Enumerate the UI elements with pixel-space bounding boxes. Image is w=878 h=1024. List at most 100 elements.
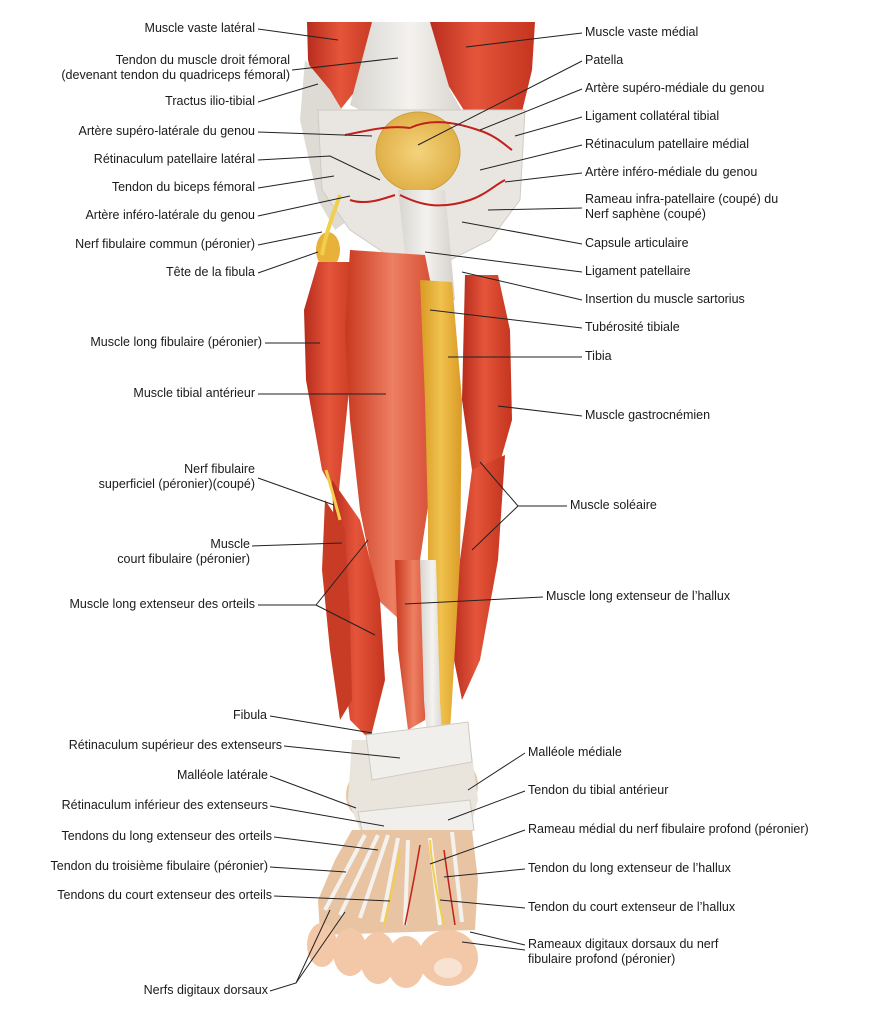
label-line: Muscle tibial antérieur bbox=[133, 386, 255, 400]
common-fibular-nerve bbox=[320, 194, 342, 256]
label-line: Ligament patellaire bbox=[585, 264, 691, 278]
leader-tractus-ilio-tibial bbox=[257, 83, 319, 103]
label-line: Muscle long extenseur des orteils bbox=[69, 597, 255, 611]
label-rameau-medial-fibulaire-profond: Rameau médial du nerf fibulaire profond … bbox=[528, 822, 809, 837]
gastrocnemius-shape bbox=[462, 275, 512, 480]
leader-rameaux-digitaux-dorsaux bbox=[461, 941, 526, 951]
vastus-medialis-shape bbox=[428, 22, 535, 135]
label-line: Tendon du long extenseur de l’hallux bbox=[528, 861, 731, 875]
leader-artere-supero-laterale bbox=[257, 131, 373, 137]
label-line: Patella bbox=[585, 53, 624, 67]
label-tendon-tibial-anterieur: Tendon du tibial antérieur bbox=[528, 783, 668, 798]
leader-rameau-medial-fibulaire-profond bbox=[429, 829, 526, 865]
leader-tete-fibula bbox=[257, 251, 319, 274]
leader-tendon-tibial-anterieur bbox=[447, 790, 526, 821]
label-line: court fibulaire (péronier) bbox=[117, 552, 250, 566]
label-line: Tractus ilio-tibial bbox=[165, 94, 255, 108]
label-tibial-anterieur: Muscle tibial antérieur bbox=[133, 386, 255, 401]
label-line: Malléole latérale bbox=[176, 768, 268, 782]
dorsal-nerves bbox=[383, 839, 445, 926]
leader-ligament-patellaire bbox=[424, 251, 583, 273]
leader-gastrocnemien bbox=[497, 405, 583, 417]
label-line: Fibula bbox=[232, 708, 267, 722]
label-line: Tendon du troisième fibulaire (péronier) bbox=[50, 859, 268, 873]
label-line: Tendons du court extenseur des orteils bbox=[57, 888, 272, 902]
label-line: Muscle long extenseur de l’hallux bbox=[546, 589, 731, 603]
label-line: Tendon du court extenseur de l’hallux bbox=[528, 900, 736, 914]
leader-insertion-sartorius bbox=[461, 271, 583, 301]
leader-artere-supero-mediale bbox=[479, 88, 583, 131]
label-line: Muscle soléaire bbox=[570, 498, 657, 512]
label-line: Tendon du biceps fémoral bbox=[111, 180, 255, 194]
label-tendon-troisieme-fibulaire: Tendon du troisième fibulaire (péronier) bbox=[51, 859, 268, 874]
label-tendons-court-extenseur-orteils: Tendons du court extenseur des orteils bbox=[57, 888, 272, 903]
genicular-arteries bbox=[344, 121, 513, 207]
label-fibula: Fibula bbox=[233, 708, 267, 723]
label-tendon-court-extenseur-hallux: Tendon du court extenseur de l’hallux bbox=[528, 900, 735, 915]
label-line: fibulaire profond (péronier) bbox=[528, 952, 676, 966]
leader-malleole-laterale bbox=[269, 775, 357, 809]
toe-4-shape bbox=[333, 928, 367, 976]
leader-retinaculum-inferieur bbox=[269, 805, 385, 827]
label-artere-infero-mediale: Artère inféro-médiale du genou bbox=[585, 165, 757, 180]
leader-retinaculum-patellaire-medial bbox=[479, 144, 583, 171]
label-retinaculum-patellaire-lateral: Rétinaculum patellaire latéral bbox=[94, 152, 255, 167]
label-nerf-fibulaire-commun: Nerf fibulaire commun (péronier) bbox=[75, 237, 255, 252]
label-tractus-ilio-tibial: Tractus ilio-tibial bbox=[165, 94, 255, 109]
label-line: Tibia bbox=[585, 349, 612, 363]
label-line: Malléole médiale bbox=[528, 745, 622, 759]
label-line: (devenant tendon du quadriceps fémoral) bbox=[61, 68, 290, 82]
label-tendons-long-extenseur-orteils: Tendons du long extenseur des orteils bbox=[61, 829, 272, 844]
label-retinaculum-superieur: Rétinaculum supérieur des extenseurs bbox=[69, 738, 282, 753]
label-tuberosite-tibiale: Tubérosité tibiale bbox=[585, 320, 680, 335]
label-line: superficiel (péronier)(coupé) bbox=[98, 477, 255, 491]
leader-tendon-droit-femoral bbox=[291, 57, 399, 71]
leader-long-extenseur-orteils bbox=[315, 604, 376, 636]
leader-tuberosite-tibiale bbox=[429, 309, 583, 329]
leader-capsule-articulaire bbox=[461, 221, 583, 245]
label-insertion-sartorius: Insertion du muscle sartorius bbox=[585, 292, 745, 307]
label-line: Tubérosité tibiale bbox=[585, 320, 680, 334]
label-line: Muscle bbox=[210, 537, 250, 551]
label-patella: Patella bbox=[585, 53, 623, 68]
label-line: Artère inféro-latérale du genou bbox=[85, 208, 255, 222]
leader-malleole-mediale bbox=[467, 752, 526, 791]
label-line: Ligament collatéral tibial bbox=[585, 109, 720, 123]
label-line: Muscle gastrocnémien bbox=[585, 408, 711, 422]
leader-tendon-troisieme-fibulaire bbox=[269, 866, 347, 873]
leader-retinaculum-patellaire-lateral bbox=[257, 155, 381, 181]
leader-court-fibulaire bbox=[251, 542, 343, 547]
label-line: Capsule articulaire bbox=[585, 236, 689, 250]
label-retinaculum-patellaire-medial: Rétinaculum patellaire médial bbox=[585, 137, 749, 152]
label-line: Artère inféro-médiale du genou bbox=[585, 165, 758, 179]
label-tendon-long-extenseur-hallux: Tendon du long extenseur de l’hallux bbox=[528, 861, 731, 876]
leader-lines bbox=[251, 28, 583, 992]
superior-retinaculum-shape bbox=[365, 721, 473, 781]
leader-patella bbox=[417, 60, 583, 146]
toe-2-shape bbox=[387, 936, 425, 988]
label-line: Rétinaculum supérieur des extenseurs bbox=[68, 738, 282, 752]
label-line: Rétinaculum patellaire médial bbox=[585, 137, 749, 151]
leader-fibula bbox=[269, 715, 373, 734]
label-line: Tendon du tibial antérieur bbox=[528, 783, 669, 797]
label-line: Rétinaculum patellaire latéral bbox=[93, 152, 255, 166]
label-soleaire: Muscle soléaire bbox=[570, 498, 657, 513]
leader-nerfs-digitaux-dorsaux bbox=[295, 911, 346, 984]
label-vaste-lateral: Muscle vaste latéral bbox=[145, 21, 255, 36]
leader-vaste-medial bbox=[465, 32, 583, 48]
label-line: Muscle long fibulaire (péronier) bbox=[90, 335, 262, 349]
label-malleole-laterale: Malléole latérale bbox=[177, 768, 268, 783]
label-long-extenseur-hallux: Muscle long extenseur de l’hallux bbox=[546, 589, 730, 604]
label-line: Rétinaculum inférieur des extenseurs bbox=[61, 798, 268, 812]
leader-artere-infero-mediale bbox=[504, 172, 583, 183]
label-artere-supero-laterale: Artère supéro-latérale du genou bbox=[78, 124, 255, 139]
label-tendon-biceps-femoral: Tendon du biceps fémoral bbox=[112, 180, 255, 195]
label-capsule-articulaire: Capsule articulaire bbox=[585, 236, 689, 251]
leader-artere-infero-laterale bbox=[257, 195, 351, 217]
leader-vaste-lateral bbox=[257, 28, 339, 41]
